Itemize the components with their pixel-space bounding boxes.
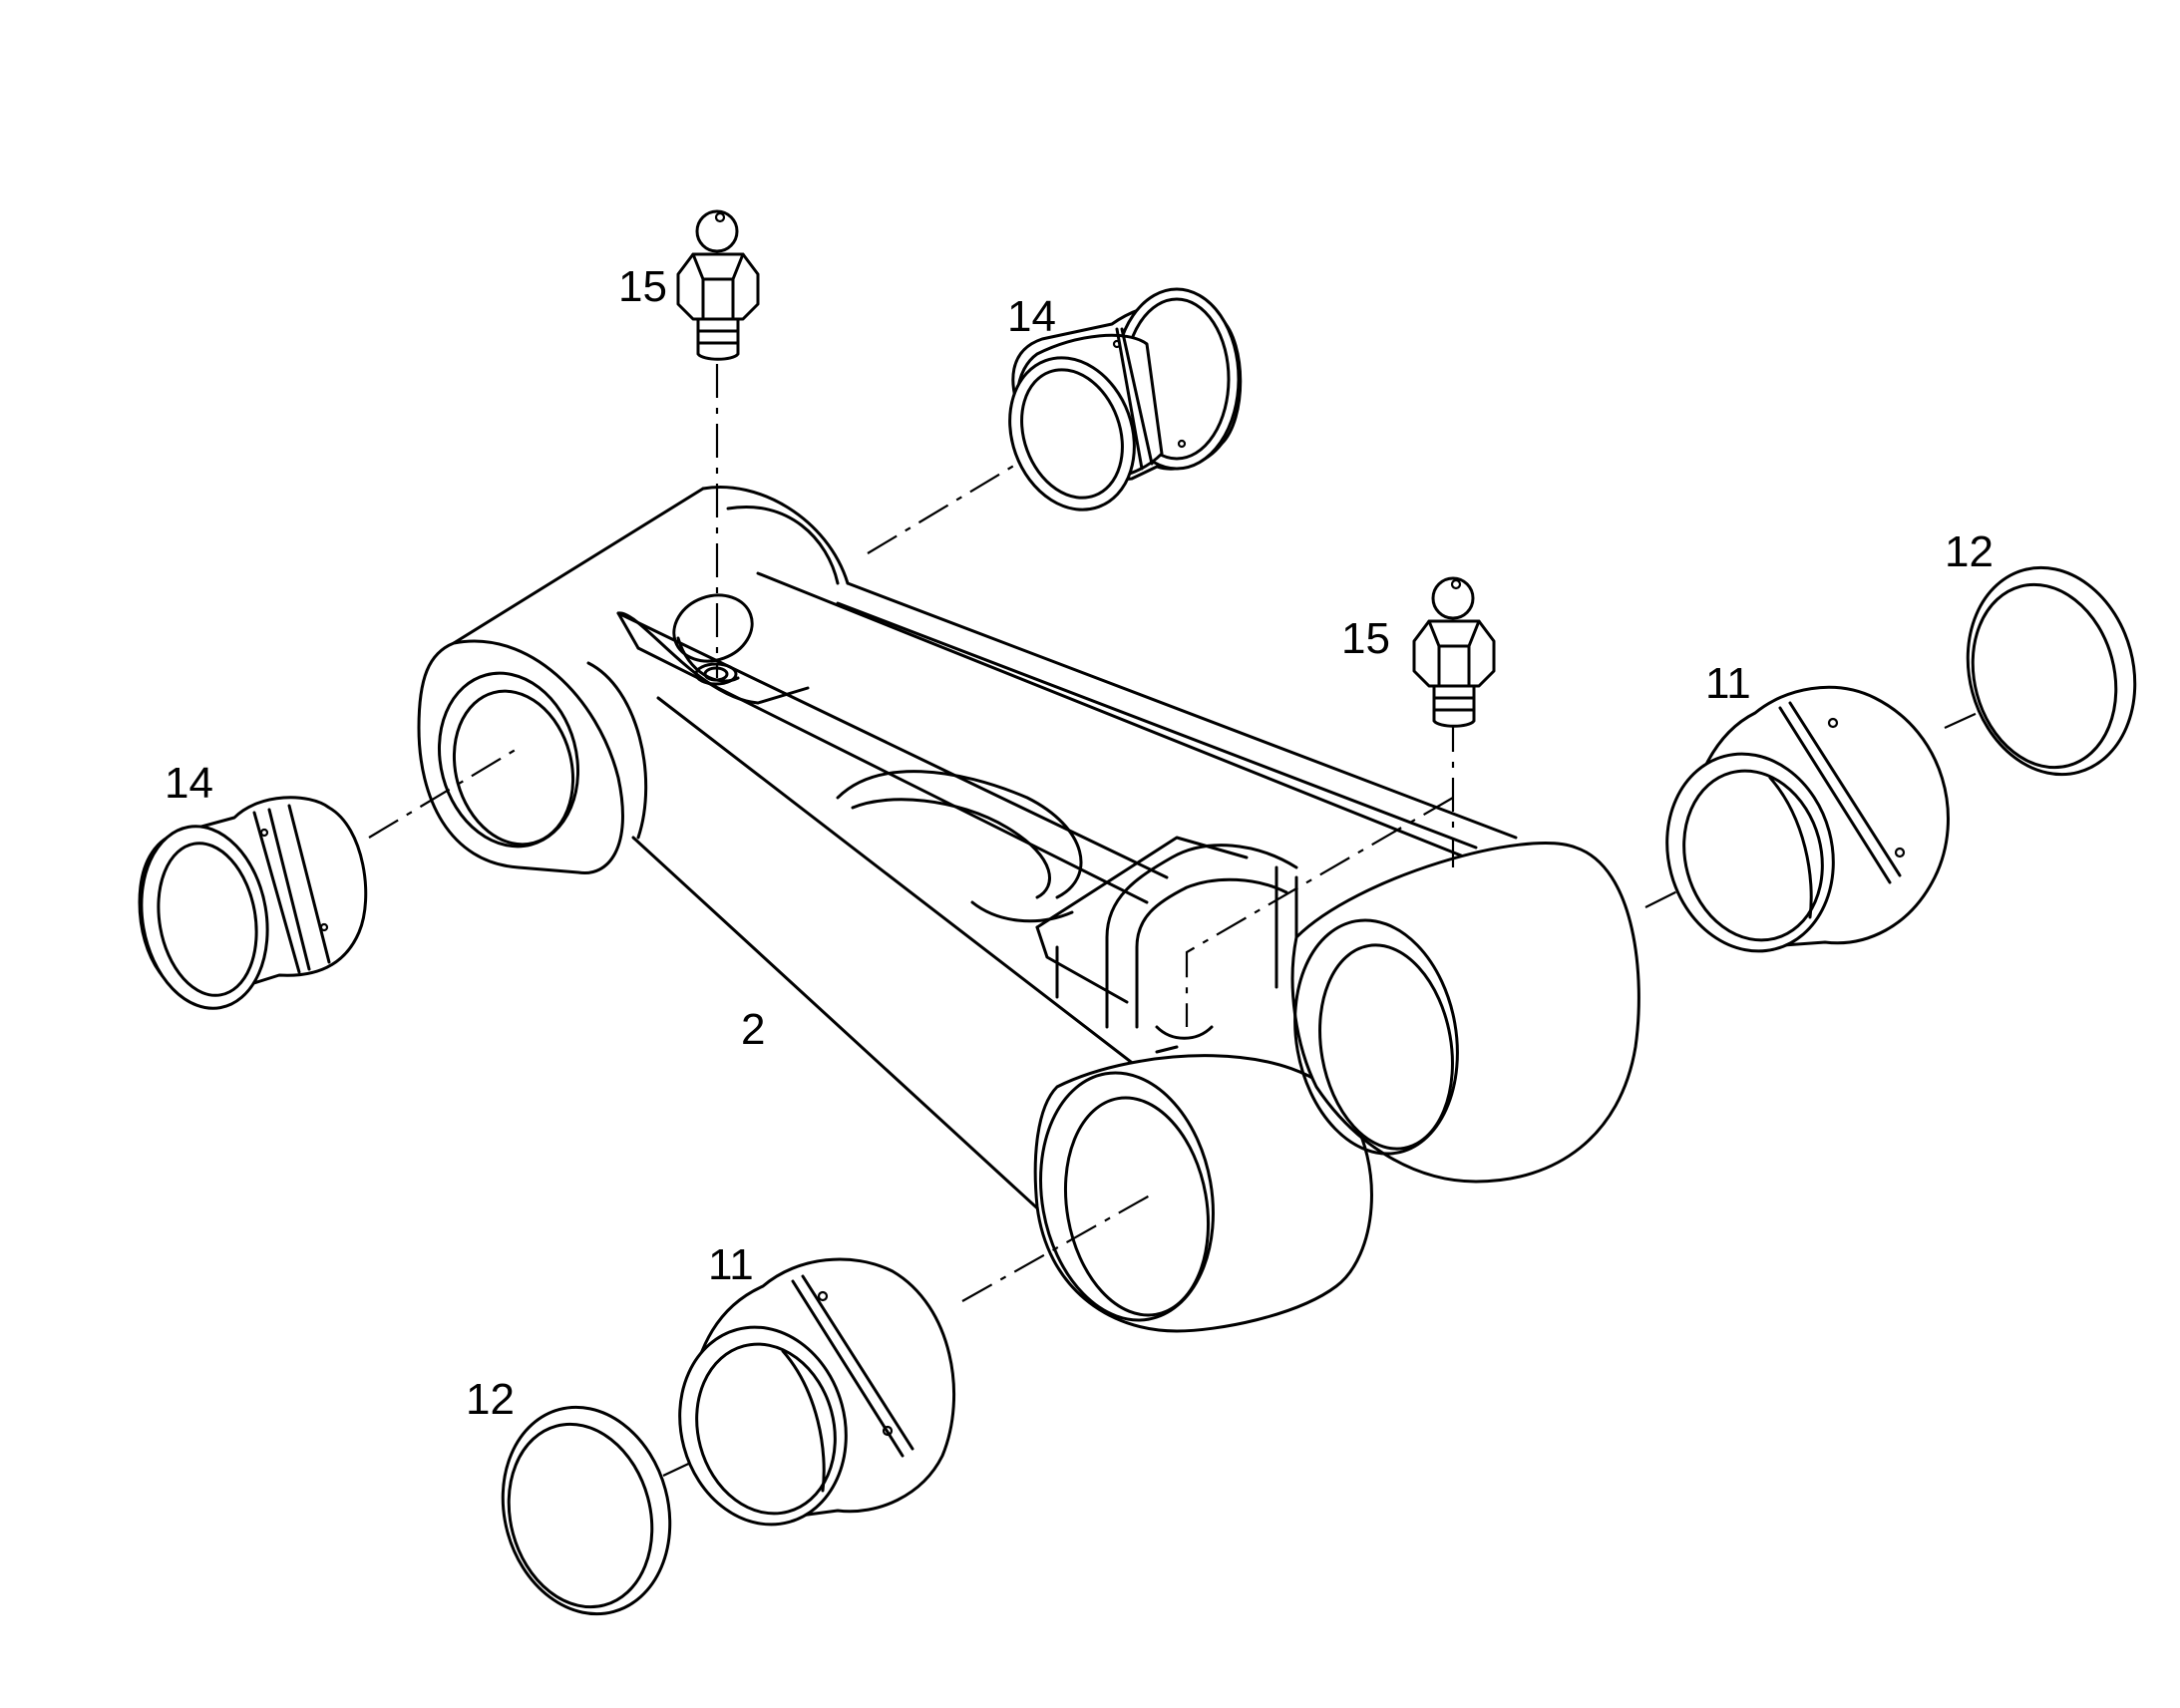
callout-sleeve-top: 14: [1007, 292, 1056, 341]
callout-ring-left: 12: [466, 1375, 515, 1424]
bushing-left: [678, 1257, 956, 1527]
grease-fitting-left: [676, 209, 760, 361]
sleeve-top: [1008, 287, 1243, 512]
grease-fitting-right: [1412, 576, 1496, 728]
callout-bushing-right: 11: [1705, 659, 1751, 708]
callout-fitting-left: 15: [618, 262, 667, 311]
bushing-right: [1665, 685, 1950, 953]
callout-arm: 2: [741, 1005, 765, 1054]
callout-ring-right: 12: [1945, 527, 1994, 576]
callout-sleeve-left: 14: [165, 759, 213, 808]
ring-left: [501, 1405, 672, 1616]
ring-right: [1966, 565, 2137, 777]
link-arm: [417, 486, 1640, 1333]
callout-bushing-left: 11: [708, 1240, 754, 1289]
sleeve-left: [138, 796, 368, 1010]
callout-fitting-right: 15: [1341, 614, 1390, 663]
